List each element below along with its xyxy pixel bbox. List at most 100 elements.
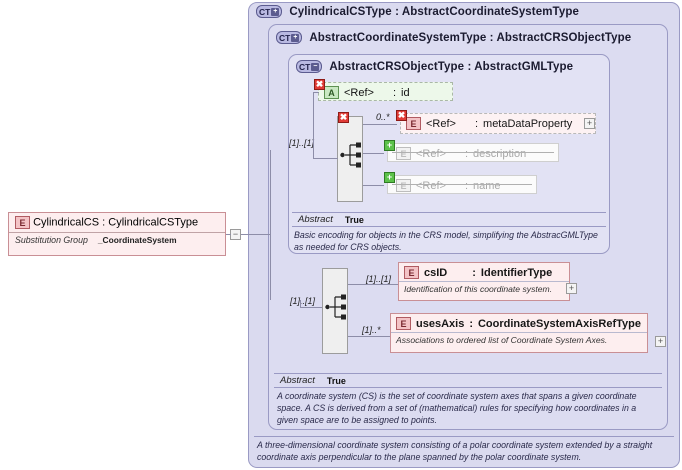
abstract-row-cs: Abstract True (274, 373, 662, 388)
element-type: CoordinateSystemAxisRefType (477, 317, 641, 330)
element-usesaxis-row: E usesAxis : CoordinateSystemAxisRefType (391, 314, 647, 332)
cardinality-cs-sequence: [1]..[1] (290, 296, 316, 306)
documentation-cs: A coordinate system (CS) is the set of c… (277, 391, 637, 425)
element-icon: E (404, 266, 419, 279)
abstract-value: True (344, 214, 364, 225)
substitution-group-value: _CoordinateSystem (97, 235, 177, 245)
connector-line (313, 158, 338, 159)
panel-title: AbstractCoordinateSystemType : AbstractC… (309, 31, 632, 44)
element-ref: <Ref> (416, 147, 446, 160)
element-name: description (473, 147, 527, 160)
element-icon: E (396, 179, 411, 192)
expand-usesaxis[interactable]: + (655, 336, 666, 347)
separator: : (469, 317, 473, 330)
divider (254, 436, 674, 437)
substitution-group-row: Substitution Group _CoordinateSystem (9, 232, 225, 247)
element-csid[interactable]: E csID : IdentifierType Identification o… (398, 262, 570, 301)
connector-line (313, 92, 319, 93)
sequence-icon (340, 142, 361, 168)
separator: : (392, 86, 397, 99)
connector-line (363, 153, 384, 154)
connector-line (300, 300, 301, 308)
abstract-value: True (326, 375, 346, 386)
plus-icon: + (568, 283, 575, 293)
element-csid-row: E csID : IdentifierType (399, 263, 569, 281)
plus-icon: + (271, 7, 280, 16)
plus-icon: + (586, 118, 593, 128)
expand-metadataproperty[interactable]: + (584, 118, 595, 129)
expand-csid[interactable]: + (566, 283, 577, 294)
minus-icon: − (311, 62, 320, 71)
cardinality-usesaxis: [1]..* (362, 325, 381, 335)
panel-title: AbstractCRSObjectType : AbstractGMLType (329, 60, 574, 73)
ct-label: CT (279, 32, 291, 43)
root-collapse-toggle[interactable]: − (230, 229, 241, 240)
remove-badge-icon[interactable]: ✖ (314, 79, 325, 90)
ct-label: CT (299, 61, 311, 72)
element-icon: E (396, 317, 411, 330)
separator: : (474, 117, 479, 130)
element-type: CylindricalCSType (108, 216, 199, 229)
cardinality-crs-sequence: [1]..[1] (289, 138, 315, 148)
minus-icon: − (232, 229, 239, 239)
complextype-toggle-icon[interactable]: CT+ (276, 31, 303, 44)
add-badge-icon[interactable]: + (384, 172, 395, 183)
cardinality-csid: [1]..[1] (366, 274, 392, 284)
element-description-row: E <Ref> : description (388, 144, 558, 161)
element-type: IdentifierType (480, 266, 553, 279)
abstract-label: Abstract (298, 214, 333, 225)
connector-line (363, 124, 397, 125)
attribute-id-row: A <Ref> : id (319, 83, 452, 100)
element-metadataproperty[interactable]: E <Ref> : metaDataProperty (400, 113, 596, 134)
abstract-row-crs: Abstract True (292, 212, 606, 227)
connector-line (348, 284, 398, 285)
connector-line (241, 234, 270, 235)
element-usesaxis[interactable]: E usesAxis : CoordinateSystemAxisRefType… (390, 313, 648, 353)
element-name-row: E <Ref> : name (388, 176, 536, 193)
connector-line (300, 307, 322, 308)
connector-line (363, 185, 384, 186)
add-badge-icon[interactable]: + (384, 140, 395, 151)
plus-icon: + (657, 336, 664, 346)
element-name: usesAxis (416, 317, 465, 330)
abstract-label: Abstract (280, 375, 315, 386)
separator: : (102, 216, 106, 229)
root-element-header: E CylindricalCS : CylindricalCSType (9, 213, 225, 232)
root-element-cylindricalcs[interactable]: E CylindricalCS : CylindricalCSType Subs… (8, 212, 226, 256)
element-icon: E (15, 216, 30, 229)
element-ref: <Ref> (426, 117, 456, 130)
sequence-icon (325, 294, 346, 320)
element-icon: E (396, 147, 411, 160)
connector-line (226, 234, 231, 235)
remove-badge-icon[interactable]: ✖ (396, 110, 407, 121)
substitution-group-label: Substitution Group (15, 235, 88, 245)
connector-line (313, 92, 314, 159)
separator: : (464, 147, 469, 160)
element-usesaxis-documentation: Associations to ordered list of Coordina… (391, 332, 647, 349)
strikethrough-line (392, 184, 532, 185)
ct-label: CT (259, 6, 271, 17)
element-name: csID (424, 266, 448, 279)
strikethrough-line (392, 152, 554, 153)
panel-header-abstractcoordinatesystemtype[interactable]: CT+ AbstractCoordinateSystemType : Abstr… (276, 31, 631, 44)
cardinality-metadataproperty: 0..* (376, 112, 390, 122)
plus-icon: + (291, 33, 300, 42)
element-csid-documentation: Identification of this coordinate system… (399, 281, 569, 298)
attribute-icon: A (324, 86, 339, 99)
panel-header-cylindricalcstype[interactable]: CT+ CylindricalCSType : AbstractCoordina… (256, 5, 579, 18)
complextype-toggle-icon[interactable]: CT− (296, 60, 323, 73)
element-ref: <Ref> (416, 179, 446, 192)
complextype-toggle-icon[interactable]: CT+ (256, 5, 283, 18)
separator: : (464, 179, 469, 192)
attribute-id[interactable]: A <Ref> : id (318, 82, 453, 101)
documentation-cylindricalcstype: A three-dimensional coordinate system co… (257, 440, 653, 462)
documentation-crs: Basic encoding for objects in the CRS mo… (294, 230, 598, 252)
element-metadataproperty-row: E <Ref> : metaDataProperty (401, 114, 595, 132)
remove-badge-icon[interactable]: ✖ (338, 112, 349, 123)
panel-header-abstractcrsobjecttype[interactable]: CT− AbstractCRSObjectType : AbstractGMLT… (296, 60, 573, 73)
element-name: metaDataProperty (483, 117, 573, 130)
element-name: CylindricalCS (33, 216, 100, 229)
panel-title: CylindricalCSType : AbstractCoordinateSy… (289, 5, 579, 18)
connector-line (348, 336, 390, 337)
